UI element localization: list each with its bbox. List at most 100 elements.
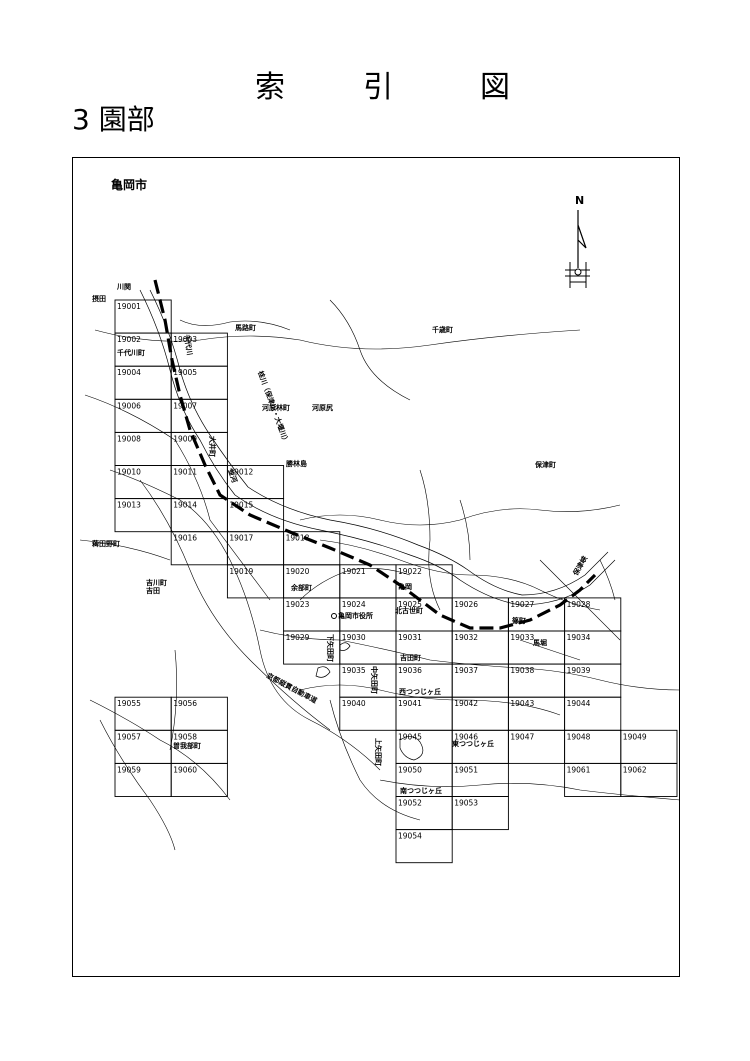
sheet-number: 19036: [398, 666, 422, 675]
place-label: 亀岡市役所: [337, 611, 373, 620]
map-sheet-19057[interactable]: 19057: [114, 729, 172, 764]
place-label: 薭田野町: [92, 539, 120, 548]
place-label: 千代川町: [117, 348, 145, 357]
map-sheet-19039[interactable]: 19039: [564, 663, 622, 698]
map-sheet-19040[interactable]: 19040: [339, 696, 397, 731]
map-sheet-19026[interactable]: 19026: [451, 597, 509, 632]
sheet-cell: [395, 829, 453, 864]
map-sheet-19027[interactable]: 19027: [507, 597, 566, 632]
sheet-number: 19039: [567, 666, 591, 675]
place-label: 篠町: [512, 616, 526, 625]
place-label: 曽我部町: [173, 741, 201, 750]
map-sheet-19010[interactable]: 19010: [114, 465, 172, 500]
sheet-number: 19058: [173, 732, 197, 741]
place-label: 千歳町: [432, 325, 453, 334]
place-label: 摂田: [92, 294, 106, 303]
sheet-number: 19021: [342, 567, 366, 576]
sheet-number: 19003: [173, 335, 197, 344]
map-sheet-19051[interactable]: 19051: [451, 762, 509, 797]
map-sheet-19034[interactable]: 19034: [564, 630, 622, 665]
sheet-number: 19034: [567, 633, 591, 642]
map-sheet-19055[interactable]: 19055: [114, 696, 172, 731]
map-sheet-19032[interactable]: 19032: [451, 630, 509, 665]
katsura-river: [139, 289, 616, 606]
place-label: 北古世町: [395, 606, 423, 615]
map-sheet-19033[interactable]: 19033: [507, 630, 566, 665]
map-sheet-19028[interactable]: 19028: [564, 597, 622, 632]
map-sheet-19062[interactable]: 19062: [620, 762, 678, 797]
place-label: 東つつじヶ丘: [452, 739, 494, 748]
page-title: 索 引 図: [0, 62, 750, 105]
map-sheet-19017[interactable]: 19017: [226, 531, 285, 566]
map-sheet-19014[interactable]: 19014: [170, 498, 228, 533]
map-sheet-19008[interactable]: 19008: [114, 431, 172, 466]
sheet-number: 19002: [117, 335, 141, 344]
map-sheet-19044[interactable]: 19044: [564, 696, 622, 731]
map-sheet-19059[interactable]: 19059: [114, 762, 172, 797]
sheet-number: 19017: [229, 534, 253, 543]
sheet-number: 19032: [454, 633, 478, 642]
map-sheet-19035[interactable]: 19035: [339, 663, 397, 698]
map-sheet-19004[interactable]: 19004: [114, 365, 172, 400]
sheet-number: 19046: [454, 732, 478, 741]
map-sheet-19012[interactable]: 19012: [226, 465, 285, 500]
map-sheet-19016[interactable]: 19016: [170, 531, 228, 566]
map-sheet-19019[interactable]: 19019: [226, 564, 285, 599]
map-sheet-19045[interactable]: 19045: [395, 729, 453, 764]
sheet-number: 19012: [229, 468, 253, 477]
map-sheet-19007[interactable]: 19007: [170, 398, 228, 433]
sheet-number: 19019: [229, 567, 253, 576]
map-sheet-19041[interactable]: 19041: [395, 696, 453, 731]
map-sheet-19056[interactable]: 19056: [170, 696, 228, 731]
map-sheet-19037[interactable]: 19037: [451, 663, 509, 698]
ponds: [315, 642, 424, 761]
map-sheet-19053[interactable]: 19053: [451, 796, 509, 831]
north-arrow-icon: N: [565, 194, 590, 288]
sheet-number: 19040: [342, 699, 366, 708]
sheet-number: 19027: [510, 600, 534, 609]
map-sheet-19009[interactable]: 19009: [170, 431, 228, 466]
vertical-place-label: 千代川: [182, 334, 195, 356]
sheet-number: 19038: [510, 666, 534, 675]
sheet-number: 19051: [454, 765, 478, 774]
vertical-place-label: 大井町: [208, 436, 217, 457]
sheet-number: 19005: [173, 368, 197, 377]
sheet-number: 19009: [173, 434, 197, 443]
map-sheet-19020[interactable]: 19020: [283, 564, 341, 599]
sheet-number: 19008: [117, 434, 141, 443]
sheet-number: 19024: [342, 600, 366, 609]
map-sheet-19005[interactable]: 19005: [170, 365, 228, 400]
sheet-number: 19042: [454, 699, 478, 708]
place-label: 吉田町: [400, 653, 421, 662]
map-sheet-19003[interactable]: 19003: [170, 332, 228, 367]
sheet-number: 19061: [567, 765, 591, 774]
sheet-number: 19030: [342, 633, 366, 642]
sheet-number: 19020: [286, 567, 310, 576]
map-sheet-19013[interactable]: 19013: [114, 498, 172, 533]
place-label: 吉川町: [146, 578, 167, 587]
map-sheet-19030[interactable]: 19030: [339, 630, 397, 665]
map-sheet-19060[interactable]: 19060: [170, 762, 228, 797]
place-label: 吉田: [146, 586, 160, 595]
sheet-number: 19031: [398, 633, 422, 642]
page-subtitle: 3 園部: [72, 103, 155, 136]
map-sheet-19054[interactable]: 19054: [395, 829, 453, 864]
sheet-number: 19043: [510, 699, 534, 708]
sheet-number: 19001: [117, 302, 141, 311]
map-sheet-19048[interactable]: 19048: [564, 729, 622, 764]
sheet-number: 19062: [623, 765, 647, 774]
sheet-number: 19018: [286, 534, 310, 543]
map-sheet-19047[interactable]: 19047: [507, 729, 566, 764]
sheet-number: 19059: [117, 765, 141, 774]
map-sheet-19052[interactable]: 19052: [395, 796, 453, 831]
vertical-place-label: 上矢田町: [374, 738, 383, 766]
city-office-marker: [331, 613, 337, 619]
sheet-number: 19025: [398, 600, 422, 609]
place-label: 余部町: [290, 583, 312, 592]
map-sheet-19006[interactable]: 19006: [114, 398, 172, 433]
place-labels: 川関摂田馬路町千歳町千代川町河原林町河原尻勝林島保津町薭田野町吉川町吉田余部町亀…: [92, 282, 556, 795]
sheet-number: 19047: [510, 732, 534, 741]
map-sheet-19023[interactable]: 19023: [283, 597, 341, 632]
map-sheet-19049[interactable]: 19049: [620, 729, 678, 764]
